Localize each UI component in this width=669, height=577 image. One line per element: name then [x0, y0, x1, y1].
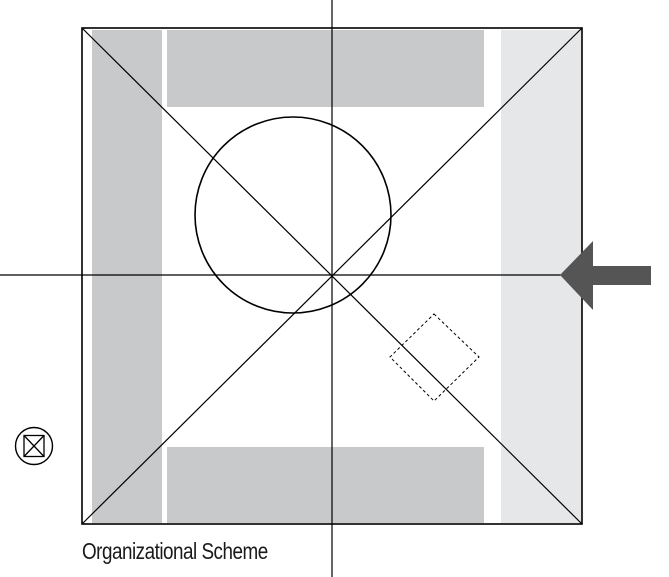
- left-vertical-band: [92, 30, 162, 523]
- marker-inner-square: [23, 434, 45, 458]
- dashed-diamond: [389, 313, 480, 402]
- central-circle: [194, 116, 392, 314]
- marker-cross-line-2: [23, 435, 45, 457]
- circled-x-icon: [14, 426, 54, 466]
- bottom-horizontal-band: [167, 447, 484, 523]
- top-horizontal-band: [167, 30, 484, 107]
- arrow-left-icon: [560, 241, 651, 310]
- diagram-caption: Organizational Scheme: [82, 538, 268, 564]
- arrow-head: [560, 241, 651, 310]
